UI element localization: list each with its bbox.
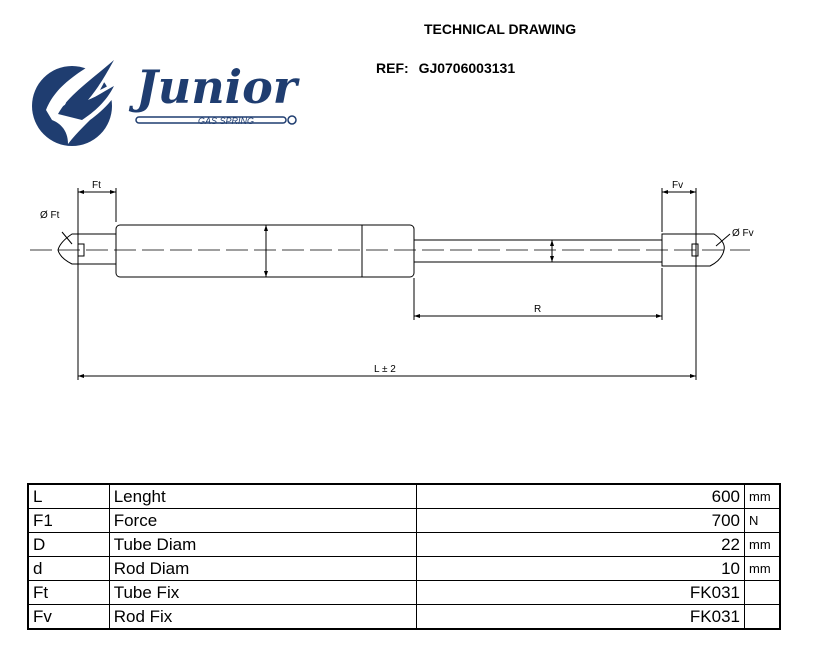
reference: REF: GJ0706003131 (376, 60, 515, 76)
stroke-label: R (534, 304, 541, 315)
ft-label: Ft (92, 180, 101, 191)
rod-fitting-hole (691, 243, 699, 257)
spec-value: FK031 (416, 580, 745, 605)
logo-underline (135, 115, 297, 125)
logo-wordmark: Junior (136, 60, 298, 114)
tube-body (115, 224, 415, 278)
diam-fv-label: Ø Fv (732, 228, 754, 239)
rod-end-fitting (661, 233, 725, 267)
fv-label: Fv (672, 180, 683, 191)
spec-description: Lenght (108, 483, 418, 509)
spec-code: L (27, 483, 110, 509)
length-label: L ± 2 (374, 364, 396, 375)
spec-unit: N (744, 508, 781, 533)
tube-end-fitting (57, 233, 116, 265)
brand-logo: Junior GAS SPRING (28, 40, 308, 152)
spec-code: D (27, 532, 110, 557)
spec-unit: mm (744, 483, 781, 509)
spec-description: Tube Diam (108, 532, 418, 557)
spec-value: 600 (416, 483, 745, 509)
spec-description: Rod Fix (108, 604, 418, 630)
spec-code: Ft (27, 580, 110, 605)
spec-unit (744, 604, 781, 630)
spec-description: Tube Fix (108, 580, 418, 605)
ref-label: REF: (376, 60, 409, 76)
spec-code: d (27, 556, 110, 581)
spec-unit (744, 580, 781, 605)
page-title: TECHNICAL DRAWING (424, 21, 577, 37)
spec-value: FK031 (416, 604, 745, 630)
ref-value: GJ0706003131 (418, 60, 516, 76)
gas-spring-drawing: Ft Fv Ø Ft Ø Fv R L ± 2 (30, 180, 754, 380)
spec-unit: mm (744, 556, 781, 581)
spec-code: Fv (27, 604, 110, 630)
spec-code: F1 (27, 508, 110, 533)
eagle-emblem-icon (32, 44, 128, 146)
diam-ft-label: Ø Ft (40, 210, 60, 221)
spec-value: 700 (416, 508, 745, 533)
spec-value: 10 (416, 556, 745, 581)
spec-description: Force (108, 508, 418, 533)
spec-unit: mm (744, 532, 781, 557)
spec-value: 22 (416, 532, 745, 557)
spec-description: Rod Diam (108, 556, 418, 581)
logo-tagline: GAS SPRING (198, 116, 255, 126)
